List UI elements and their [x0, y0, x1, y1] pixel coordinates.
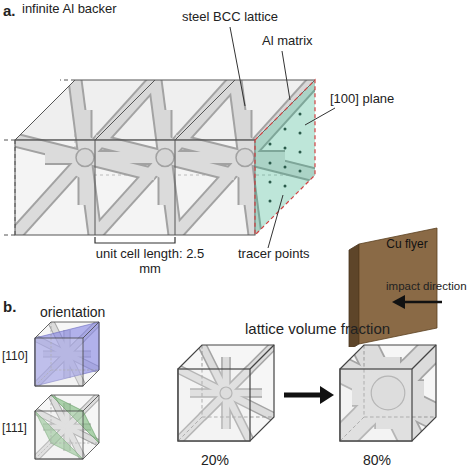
- al-matrix: [15, 80, 315, 235]
- fraction-arrow: [284, 386, 334, 404]
- infinite-backer-edge: [2, 80, 75, 235]
- orientation-cube-111: [35, 395, 99, 459]
- lattice-cube-80: [340, 345, 436, 441]
- hidden-edges: [15, 80, 315, 235]
- panel-letter: b.: [3, 298, 33, 315]
- dimension-bracket: [95, 237, 175, 243]
- tracer-points: [269, 113, 302, 203]
- annotation-label: 80%: [352, 452, 402, 468]
- annotation-label: infinite Al backer: [22, 2, 172, 17]
- annotation-label: 20%: [190, 452, 240, 468]
- steel-lattice: [15, 80, 315, 235]
- flyer-side: [349, 244, 359, 347]
- annotation-label: lattice volume fraction: [245, 320, 445, 337]
- annotation-label: [110]: [2, 350, 36, 364]
- annotation-label: impact direction: [386, 280, 474, 293]
- orientation-cube-110: [35, 322, 99, 386]
- annotation-label: [100] plane: [330, 92, 430, 107]
- annotation-label: unit cell length: 2.5 mm: [88, 247, 212, 277]
- annotation-label: tracer points: [238, 247, 338, 262]
- annotation-label: Al matrix: [262, 34, 342, 49]
- node-text: Cu flyer: [369, 238, 445, 252]
- annotation-label: [111]: [2, 422, 36, 436]
- plane-100: [255, 80, 315, 235]
- lattice-cube-20: [178, 345, 274, 441]
- leader-lines: [230, 27, 335, 248]
- annotation-label: orientation: [40, 304, 160, 320]
- annotation-label: steel BCC lattice: [182, 10, 307, 25]
